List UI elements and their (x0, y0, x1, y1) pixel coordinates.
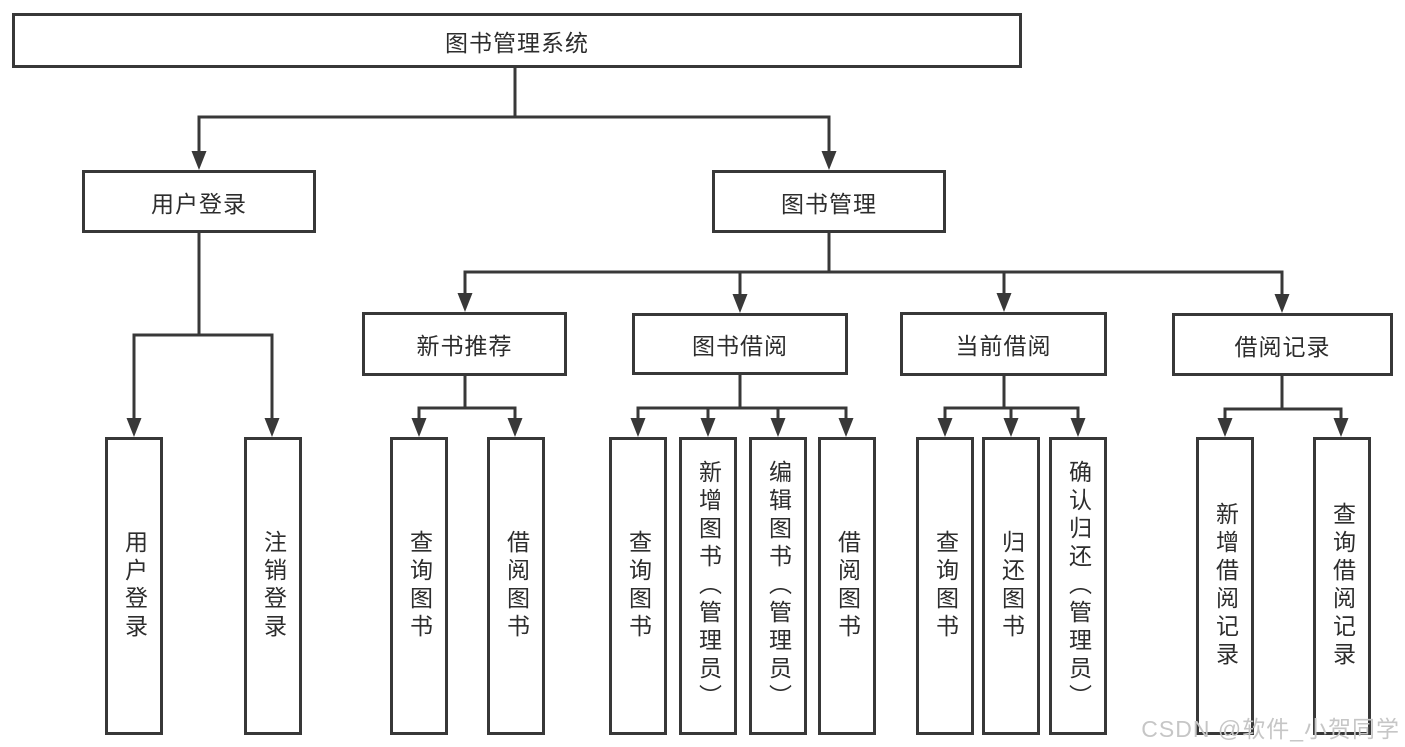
node-book-management: 图书管理 (712, 170, 946, 233)
connector-stroke (132, 68, 1343, 421)
node-user-login-branch-label: 用户登录 (151, 190, 247, 217)
leaf-query-books-3-label: 查询图书 (932, 530, 959, 642)
node-book-borrowing: 图书借阅 (632, 313, 848, 375)
node-borrowing-records: 借阅记录 (1172, 313, 1393, 376)
leaf-logout-label: 注销登录 (260, 530, 287, 642)
leaf-query-books-3: 查询图书 (916, 437, 974, 735)
leaf-borrow-books-1: 借阅图书 (487, 437, 545, 735)
leaf-query-books-1-label: 查询图书 (406, 530, 433, 642)
leaf-add-borrow-record: 新增借阅记录 (1196, 437, 1254, 735)
leaf-confirm-return-admin: 确认归还（管理员） (1049, 437, 1107, 735)
leaf-logout: 注销登录 (244, 437, 302, 735)
leaf-return-books-label: 归还图书 (998, 530, 1025, 642)
leaf-borrow-books-1-label: 借阅图书 (503, 530, 530, 642)
node-root-label: 图书管理系统 (445, 29, 589, 56)
leaf-borrow-books-2-label: 借阅图书 (834, 530, 861, 642)
leaf-add-borrow-record-label: 新增借阅记录 (1212, 502, 1239, 670)
leaf-query-borrow-record: 查询借阅记录 (1313, 437, 1371, 735)
arrowheads (126, 151, 1349, 437)
node-borrowing-records-label: 借阅记录 (1234, 333, 1331, 360)
node-current-borrowing: 当前借阅 (900, 312, 1107, 376)
node-book-borrowing-label: 图书借阅 (692, 333, 788, 359)
leaf-edit-books-admin-label: 编辑图书（管理员） (765, 460, 792, 712)
leaf-return-books: 归还图书 (982, 437, 1040, 735)
leaf-user-login-label: 用户登录 (121, 530, 148, 642)
leaf-confirm-return-admin-label: 确认归还（管理员） (1065, 460, 1092, 712)
watermark: CSDN @软件_小贺同学 (1141, 716, 1400, 742)
leaf-query-books-1: 查询图书 (390, 437, 448, 735)
leaf-edit-books-admin: 编辑图书（管理员） (749, 437, 807, 735)
leaf-add-books-admin-label: 新增图书（管理员） (695, 460, 722, 712)
leaf-add-books-admin: 新增图书（管理员） (679, 437, 737, 735)
leaf-user-login: 用户登录 (105, 437, 163, 735)
leaf-query-books-2-label: 查询图书 (625, 530, 652, 642)
node-new-book-recommend-label: 新书推荐 (416, 333, 513, 359)
node-root: 图书管理系统 (12, 13, 1022, 68)
leaf-query-books-2: 查询图书 (609, 437, 667, 735)
node-new-book-recommend: 新书推荐 (362, 312, 567, 376)
leaf-borrow-books-2: 借阅图书 (818, 437, 876, 735)
node-book-management-label: 图书管理 (781, 190, 877, 217)
node-current-borrowing-label: 当前借阅 (955, 333, 1052, 359)
node-user-login-branch: 用户登录 (82, 170, 316, 233)
leaf-query-borrow-record-label: 查询借阅记录 (1329, 502, 1356, 670)
